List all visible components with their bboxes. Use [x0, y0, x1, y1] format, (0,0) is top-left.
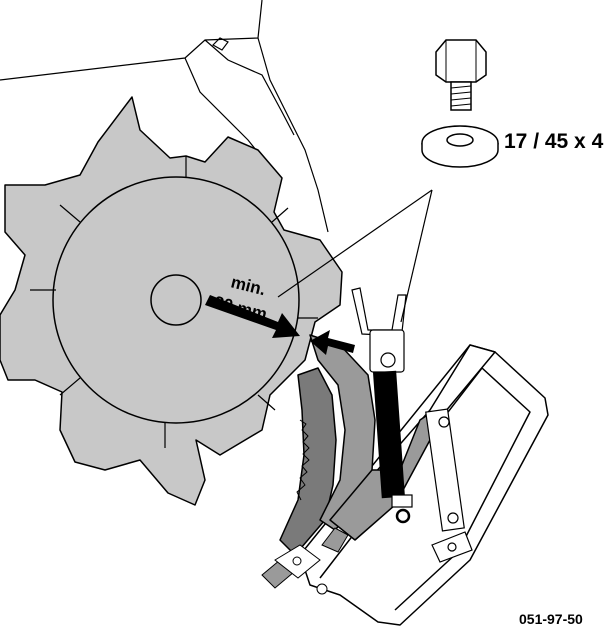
- screw-upper: [321, 527, 349, 553]
- washer-hole: [446, 133, 474, 147]
- bolt-head: [435, 39, 487, 83]
- washer-thickness: [421, 143, 499, 168]
- bolt-thread-lines: [450, 85, 472, 107]
- washer-spec-label: 17 / 45 x 4: [504, 130, 604, 153]
- tensioner-bracket: [425, 408, 465, 532]
- machine-frame-outline: [0, 0, 329, 233]
- sprocket-wheel: [0, 96, 343, 506]
- distance-arrows: [205, 295, 355, 355]
- leader-lines: [277, 189, 433, 323]
- figure-reference: 051-97-50: [519, 611, 583, 627]
- rod-clevis-pin: [380, 352, 396, 368]
- adjusting-screws: [261, 527, 349, 595]
- sprocket-segment-lines: [30, 156, 318, 448]
- bolt-and-washer: [421, 39, 499, 168]
- rod-upper-guide: [351, 287, 407, 336]
- arrow-blade-contact: [310, 330, 355, 355]
- rod-eye: [395, 508, 411, 524]
- tensioner-clip-hole: [447, 542, 457, 552]
- chain-tensioner: [425, 408, 473, 563]
- rod-nut: [391, 494, 413, 508]
- tensioner-hole-top: [438, 416, 450, 428]
- bolt-thread: [450, 81, 472, 111]
- screw-plate-hole: [292, 556, 302, 566]
- housing-mount-hole: [316, 583, 328, 595]
- arrow-min-distance: [205, 295, 300, 338]
- blade-teeth-edge: [296, 419, 310, 501]
- sprocket-center-hole: [150, 274, 202, 326]
- tie-rod: [351, 287, 413, 524]
- tensioner-hole-bottom: [447, 512, 459, 524]
